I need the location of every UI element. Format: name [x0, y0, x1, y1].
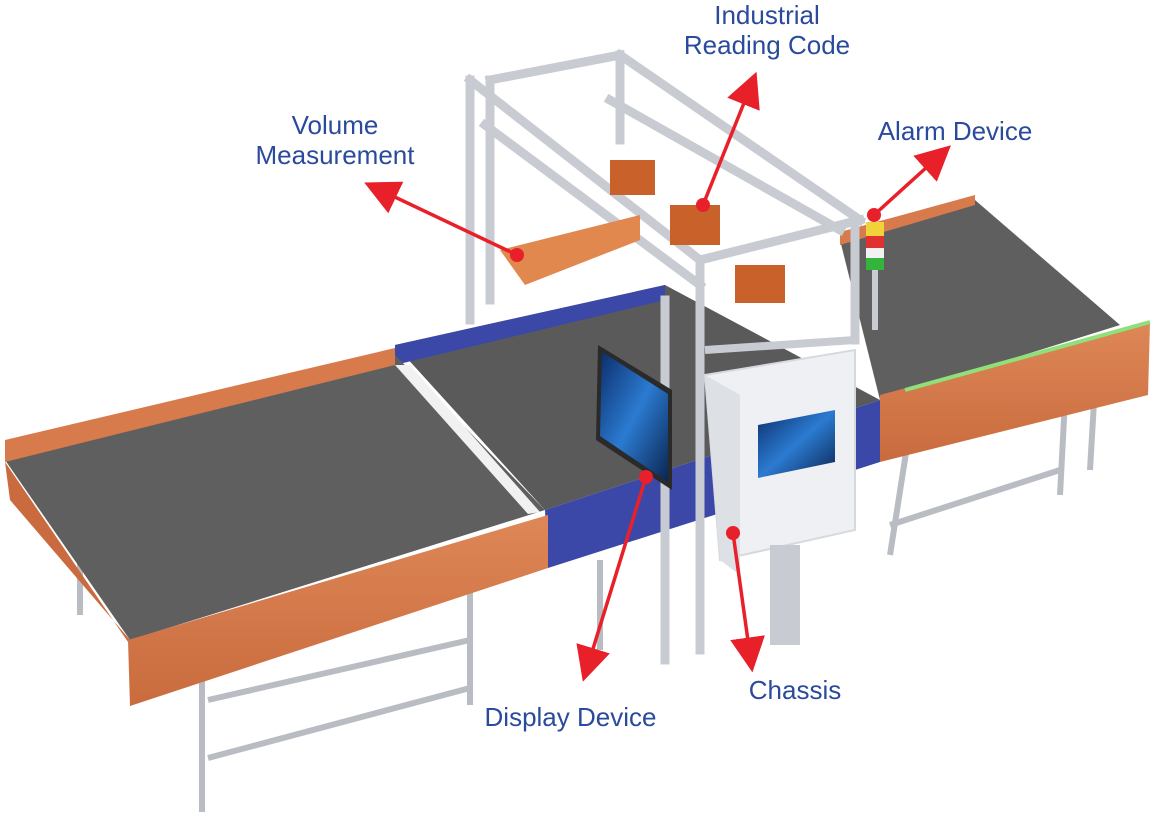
label-display-text: Display Device	[484, 702, 657, 732]
arrow-alarm-device	[867, 145, 951, 222]
chassis-cabinet	[703, 336, 856, 645]
label-chassis-text: Chassis	[748, 675, 842, 705]
label-volume-measurement: Volume Measurement	[235, 110, 435, 170]
monitor-icon	[596, 345, 672, 490]
conveyor-legs	[77, 384, 1098, 812]
label-alarm-text: Alarm Device	[877, 116, 1033, 146]
callout-arrows	[364, 71, 951, 682]
left-conveyor	[5, 348, 548, 706]
label-alarm-device: Alarm Device	[860, 116, 1050, 146]
label-volume-line2: Measurement	[255, 140, 415, 170]
overhead-frame	[463, 48, 867, 665]
label-industrial-line2: Reading Code	[683, 30, 851, 60]
tower-light-icon	[866, 222, 884, 330]
arrow-display-device	[576, 470, 653, 682]
arrow-volume-measurement	[364, 181, 524, 262]
label-display-device: Display Device	[468, 702, 673, 732]
camera-units	[500, 160, 785, 303]
arrow-industrial-reading-code	[696, 71, 760, 212]
right-conveyor	[840, 195, 1151, 462]
label-chassis: Chassis	[735, 675, 855, 705]
label-industrial-reading-code: Industrial Reading Code	[662, 0, 872, 60]
arrow-chassis	[726, 526, 765, 673]
label-industrial-line1: Industrial	[714, 0, 820, 30]
label-volume-line1: Volume	[291, 110, 379, 140]
